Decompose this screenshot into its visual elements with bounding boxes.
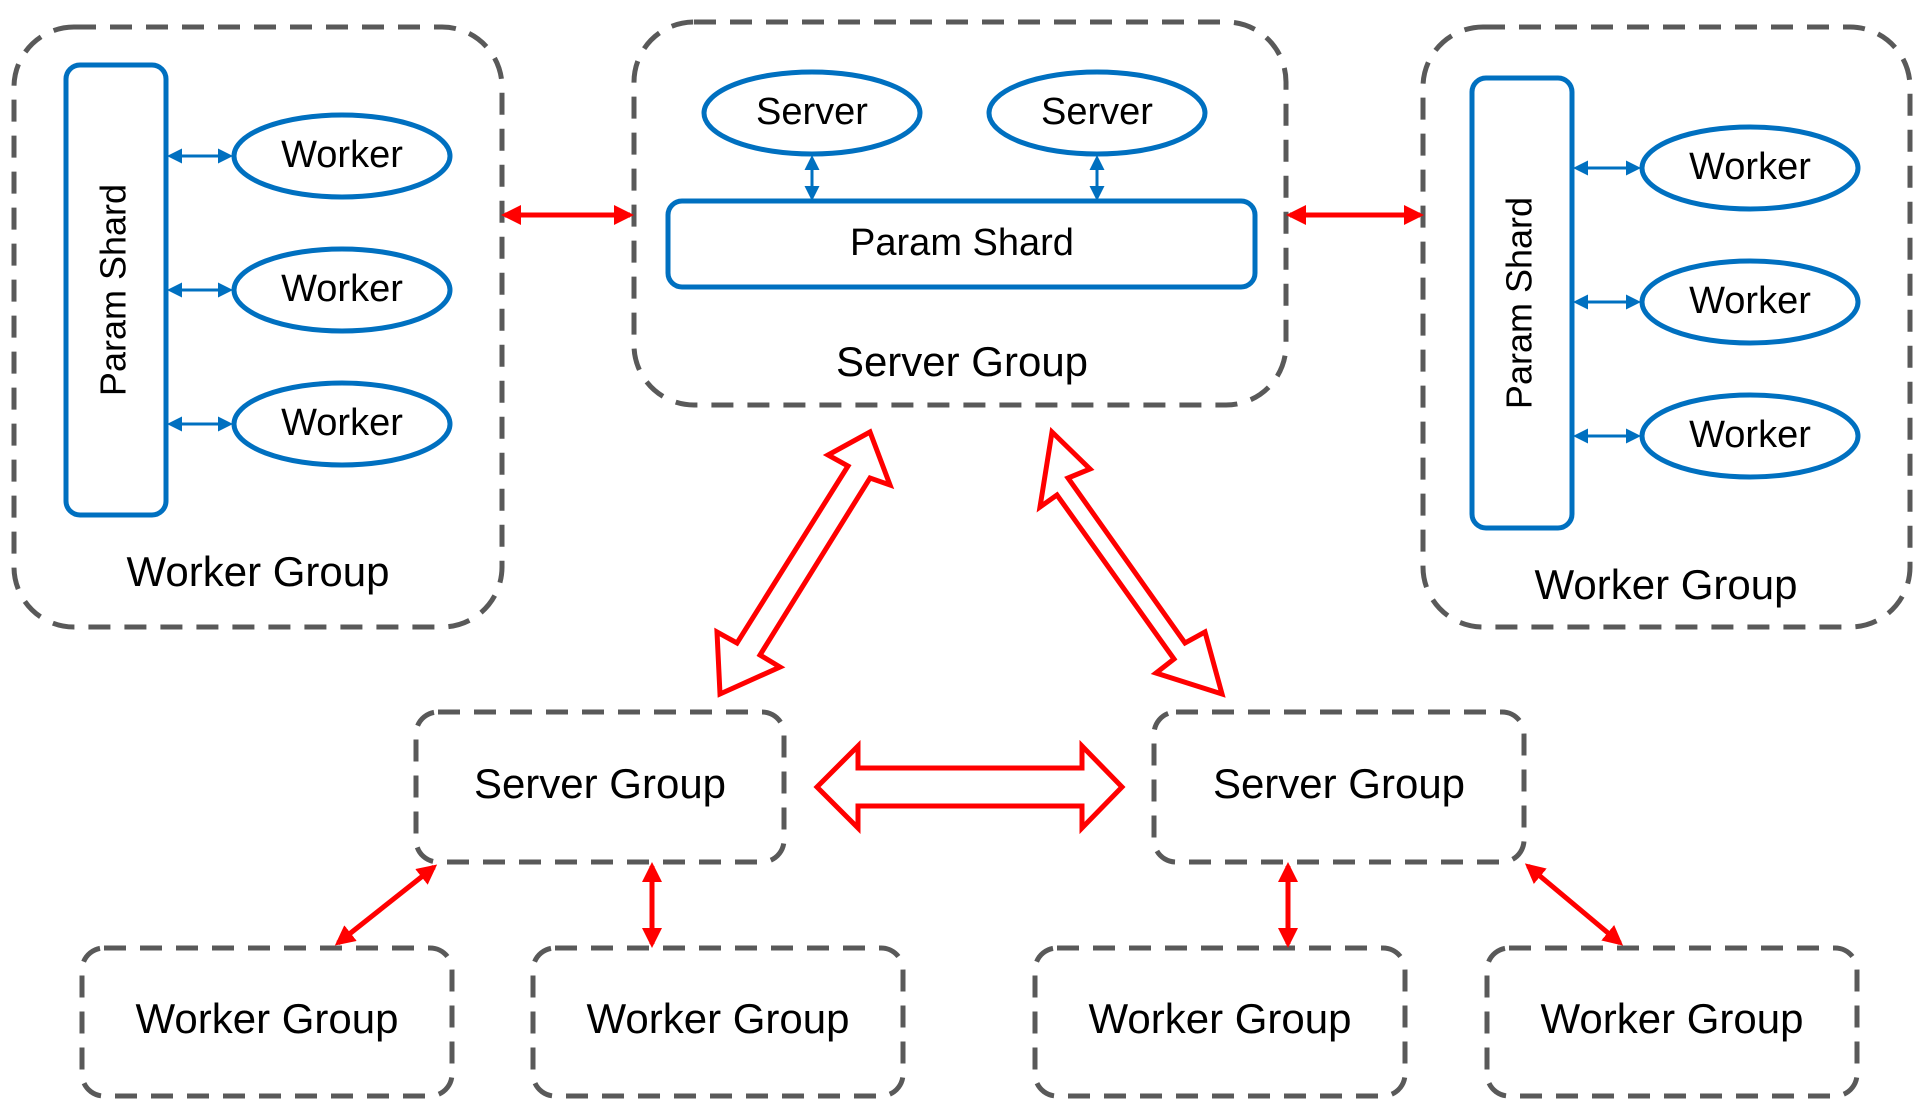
red-link-arrow — [334, 864, 438, 946]
worker-label: Worker — [281, 402, 403, 444]
worker-group-top-left-label: Worker Group — [127, 548, 390, 595]
server-group-bottom-left-border — [413, 709, 787, 865]
worker-group-top-right-border — [1420, 24, 1913, 630]
worker-group-bottom-2: Worker Group — [530, 945, 906, 1099]
worker-node — [231, 380, 453, 468]
server-node — [986, 69, 1208, 157]
red-block-arrow-right — [1036, 426, 1226, 698]
server-label: Server — [756, 91, 868, 133]
server-group-bottom-right: Server Group — [1151, 709, 1527, 865]
worker-group-top-left: Param Shard Worker Worker Worker Worker … — [11, 24, 505, 630]
worker-group-bottom-3: Worker Group — [1032, 945, 1408, 1099]
worker-node — [231, 112, 453, 200]
server-group-bottom-left: Server Group — [413, 709, 787, 865]
worker-node — [1639, 392, 1861, 480]
red-block-arrow-left — [714, 428, 895, 698]
server-group-bottom-right-label: Server Group — [1213, 760, 1465, 807]
worker-label: Worker — [1689, 146, 1811, 188]
worker-label: Worker — [1689, 414, 1811, 456]
worker-node — [1639, 124, 1861, 212]
worker-label: Worker — [1689, 280, 1811, 322]
worker-group-bottom-4: Worker Group — [1484, 945, 1860, 1099]
worker-group-bottom-3-label: Worker Group — [1089, 995, 1352, 1042]
red-link-arrow — [1524, 863, 1624, 946]
worker-group-bottom-4-label: Worker Group — [1541, 995, 1804, 1042]
server-group-bottom-left-label: Server Group — [474, 760, 726, 807]
worker-node — [231, 246, 453, 334]
param-shard-left — [63, 62, 169, 518]
worker-node — [1639, 258, 1861, 346]
worker-group-bottom-2-label: Worker Group — [587, 995, 850, 1042]
param-shard-right-label: Param Shard — [1499, 197, 1540, 409]
worker-group-bottom-3-border — [1032, 945, 1408, 1099]
red-block-arrow-horizontal — [813, 739, 1126, 835]
worker-group-top-left-border — [11, 24, 505, 630]
worker-label: Worker — [281, 268, 403, 310]
worker-label: Worker — [281, 134, 403, 176]
worker-group-bottom-4-border — [1484, 945, 1860, 1099]
server-node — [701, 69, 923, 157]
server-group-top: Server Server Param Shard Server Group — [631, 19, 1289, 408]
param-shard-top — [665, 198, 1258, 290]
worker-group-bottom-2-border — [530, 945, 906, 1099]
worker-group-bottom-1-label: Worker Group — [136, 995, 399, 1042]
worker-group-bottom-1: Worker Group — [79, 945, 455, 1099]
worker-group-top-right: Param Shard Worker Worker Worker Worker … — [1420, 24, 1913, 630]
worker-group-bottom-1-border — [79, 945, 455, 1099]
server-group-bottom-right-border — [1151, 709, 1527, 865]
param-shard-top-label: Param Shard — [850, 222, 1074, 264]
server-label: Server — [1041, 91, 1153, 133]
worker-group-top-right-label: Worker Group — [1535, 561, 1798, 608]
param-shard-left-label: Param Shard — [93, 184, 134, 396]
param-shard-right — [1469, 75, 1575, 531]
server-group-top-label: Server Group — [836, 338, 1088, 385]
